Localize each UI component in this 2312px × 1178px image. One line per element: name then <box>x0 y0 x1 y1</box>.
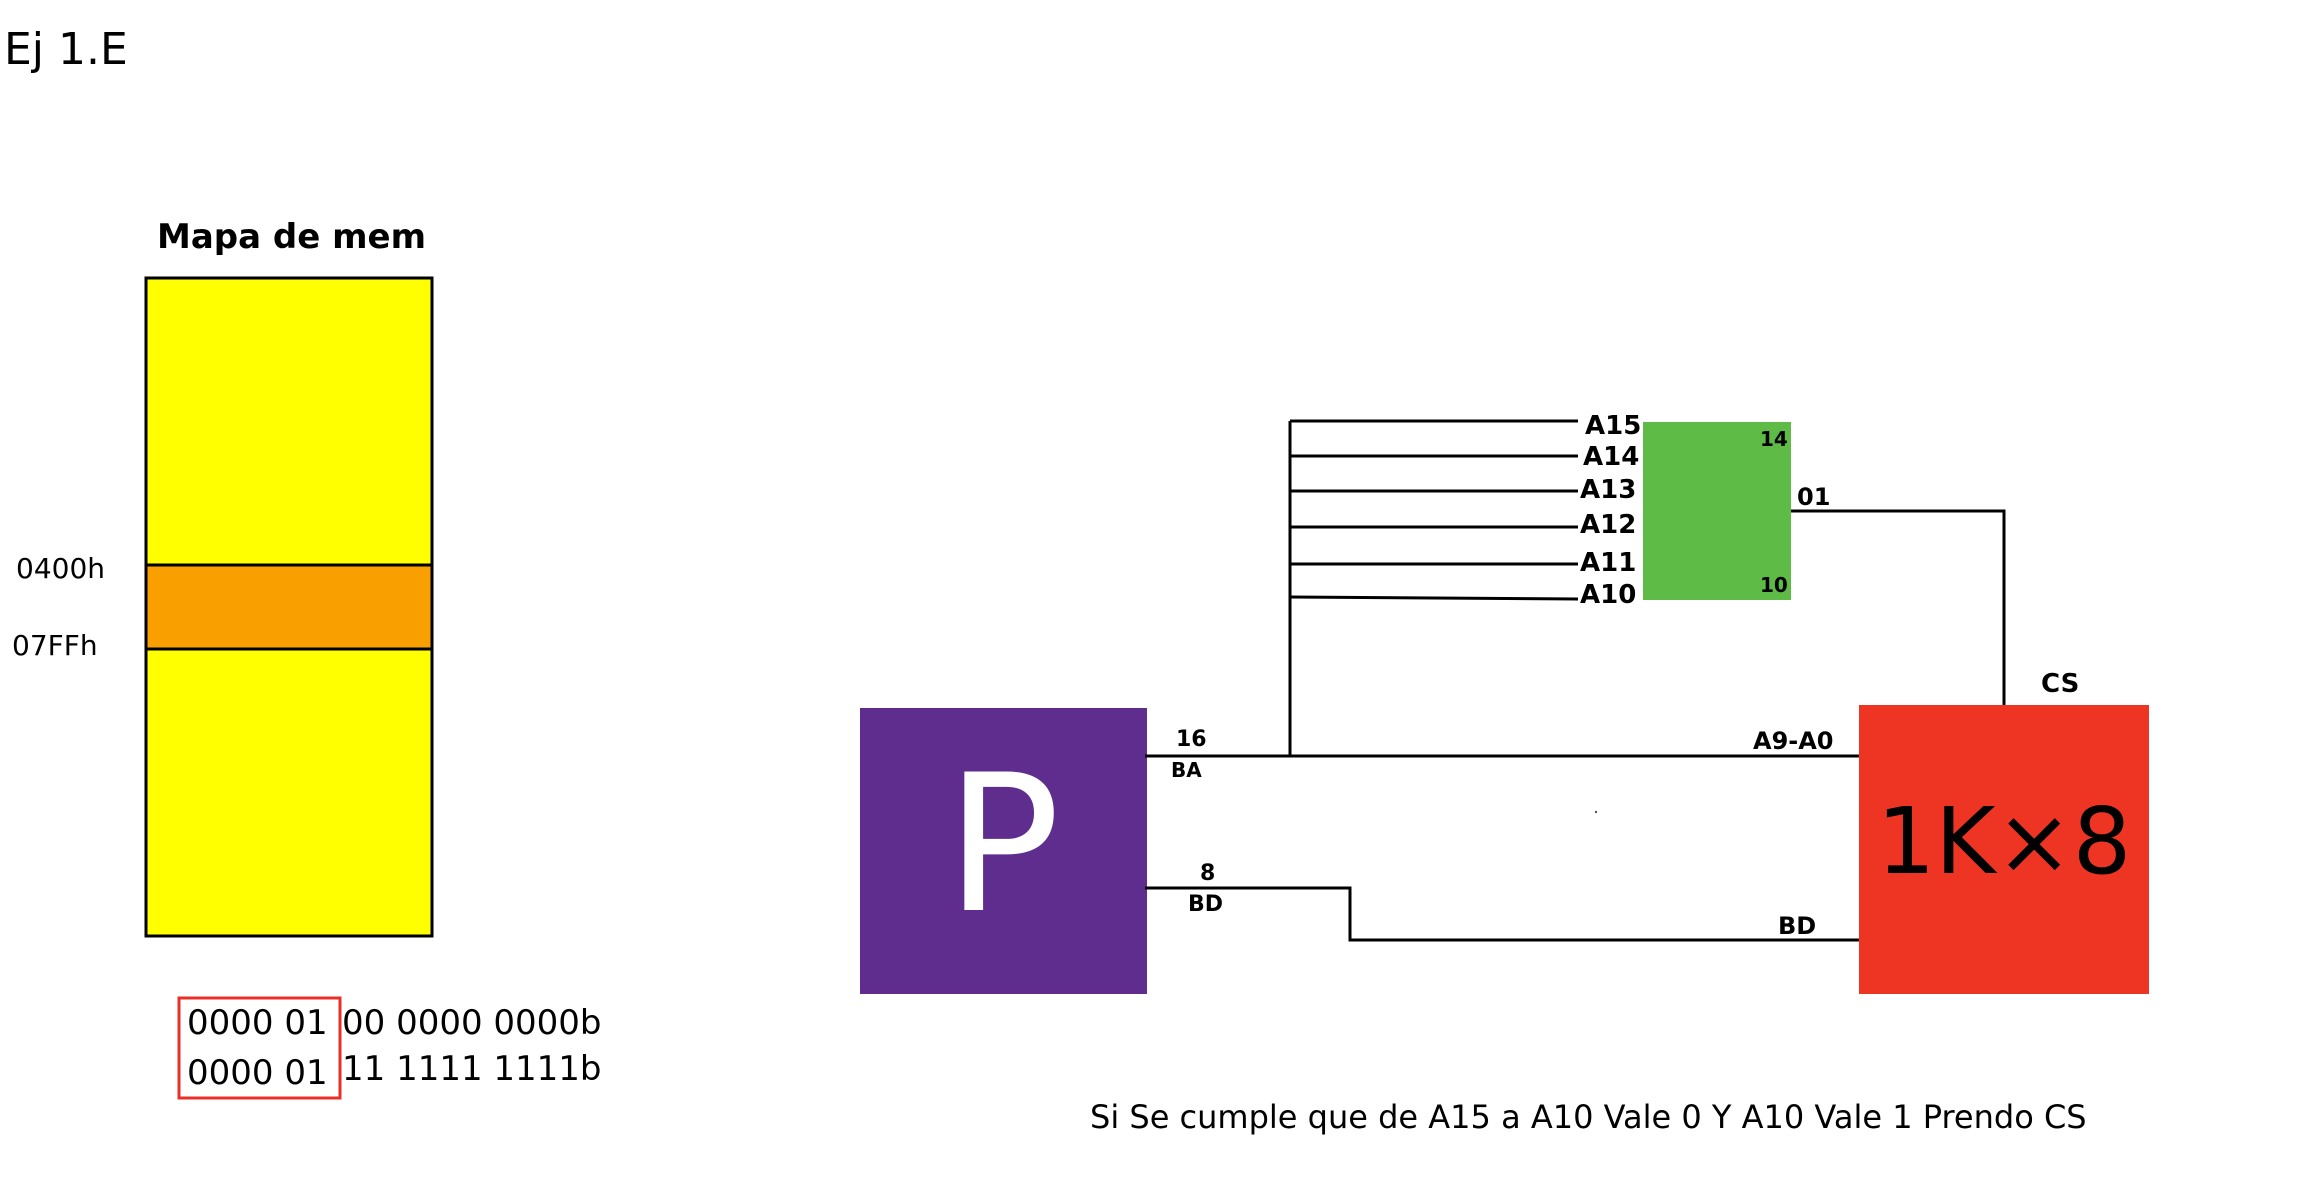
address-line-label-a11: A11 <box>1580 548 1636 578</box>
processor-label: P <box>946 734 1061 955</box>
data-bus-width-label: 8 <box>1200 861 1215 886</box>
data-bus-name-label: BD <box>1188 892 1223 917</box>
data-to-memory-label: BD <box>1778 912 1816 940</box>
decoder-top-label: 14 <box>1760 427 1788 451</box>
address-bus-width-label: 16 <box>1176 727 1207 752</box>
chip-select-wire <box>1791 509 2006 705</box>
binary-row2-suffix: 11 1111 1111b <box>342 1049 602 1089</box>
binary-highlight-box <box>177 996 342 1100</box>
decoder-block <box>1643 422 1791 600</box>
binary-row1-suffix: 00 0000 0000b <box>342 1003 602 1043</box>
address-line-label-a14: A14 <box>1583 442 1639 472</box>
binary-row1-prefix: 0000 01 <box>187 1003 328 1043</box>
start-address-label: 0400h <box>16 552 105 585</box>
address-to-memory-label: A9-A0 <box>1753 727 1834 755</box>
address-bus-name-label: BA <box>1171 758 1202 782</box>
address-line-a10-wire <box>1289 595 1579 601</box>
condition-note: Si Se cumple que de A15 a A10 Vale 0 Y A… <box>1090 1098 2087 1136</box>
memory-map <box>144 276 434 938</box>
chip-select-label: CS <box>2041 669 2079 699</box>
address-line-label-a12: A12 <box>1580 510 1636 540</box>
end-address-label: 07FFh <box>12 629 98 662</box>
memory-map-label: Mapa de mem <box>157 217 426 257</box>
address-line-label-a10: A10 <box>1580 580 1636 610</box>
stray-dot <box>1594 810 1598 814</box>
page-title: Ej 1.E <box>4 24 128 75</box>
memory-map-region <box>144 563 434 651</box>
processor-block <box>860 708 1147 994</box>
address-line-label-a13: A13 <box>1580 475 1636 505</box>
data-bus-wire <box>1145 886 1859 942</box>
decoder-output-label: 01 <box>1797 483 1830 511</box>
address-line-label-a15: A15 <box>1585 411 1641 441</box>
decoder-bottom-label: 10 <box>1760 573 1788 597</box>
binary-row2-prefix: 0000 01 <box>187 1053 328 1093</box>
wiring <box>1145 419 2006 942</box>
memory-chip-block <box>1859 705 2149 994</box>
memory-chip-label: 1K×8 <box>1877 788 2131 895</box>
